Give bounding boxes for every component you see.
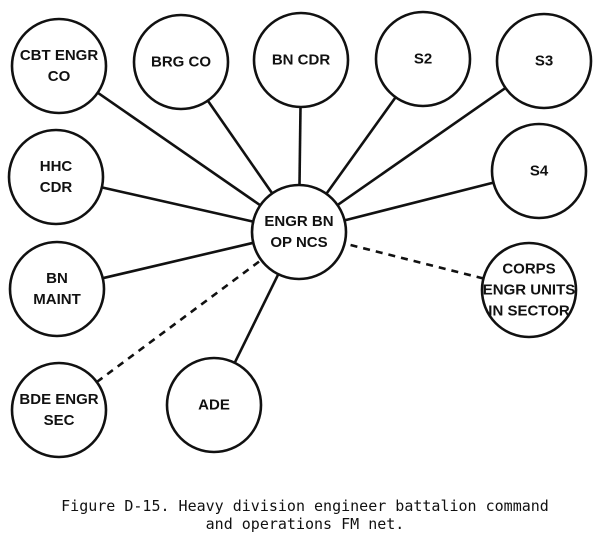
link-maint-solid bbox=[102, 241, 254, 280]
link-bde-dashed bbox=[96, 258, 262, 384]
figure-caption-line-2: and operations FM net. bbox=[205, 515, 405, 533]
node-circle-s2 bbox=[374, 10, 472, 108]
link-s2-solid bbox=[325, 96, 397, 195]
node-ade: ADE bbox=[165, 356, 263, 454]
node-corps: CORPS ENGR UNITS IN SECTOR bbox=[480, 241, 578, 339]
link-brg-solid bbox=[206, 99, 274, 195]
link-bncdr-solid bbox=[298, 106, 302, 186]
node-circle-s4 bbox=[490, 122, 588, 220]
node-label-cbt-line-1: CBT ENGR bbox=[20, 47, 99, 64]
node-label-ade-line-1: ADE bbox=[198, 397, 230, 414]
node-label-s3-line-1: S3 bbox=[535, 53, 553, 70]
node-label-corps-line-2: ENGR UNITS bbox=[483, 282, 576, 299]
node-label-hhc-line-1: HHC bbox=[40, 158, 73, 175]
node-circle-bde bbox=[10, 361, 108, 459]
node-circle-maint bbox=[8, 240, 106, 338]
node-circle-cbt bbox=[10, 17, 108, 115]
node-circle-ade bbox=[165, 356, 263, 454]
node-label-cbt-line-2: CO bbox=[48, 68, 71, 85]
node-label-bde-line-1: BDE ENGR bbox=[19, 391, 98, 408]
node-label-bncdr-line-1: BN CDR bbox=[272, 52, 330, 69]
node-circle-ncs bbox=[250, 183, 348, 281]
node-circle-hhc bbox=[7, 128, 105, 226]
link-corps-dashed bbox=[344, 242, 484, 280]
figure-caption-line-1: Figure D-15. Heavy division engineer bat… bbox=[61, 497, 549, 515]
node-label-maint-line-1: BN bbox=[46, 270, 68, 287]
node-brg: BRG CO bbox=[132, 13, 230, 111]
link-s3-solid bbox=[336, 86, 507, 207]
node-maint: BN MAINT bbox=[8, 240, 106, 338]
node-center-ncs: ENGR BN OP NCS bbox=[250, 183, 348, 281]
net-links bbox=[96, 86, 507, 384]
node-s3: S3 bbox=[495, 12, 593, 110]
node-s4: S4 bbox=[490, 122, 588, 220]
node-label-bde-line-2: SEC bbox=[44, 412, 75, 429]
node-circle-s3 bbox=[495, 12, 593, 110]
node-label-corps-line-1: CORPS bbox=[502, 261, 555, 278]
node-label-ncs-line-2: OP NCS bbox=[270, 234, 327, 251]
link-cbt-solid bbox=[96, 91, 262, 207]
node-s2: S2 bbox=[374, 10, 472, 108]
node-label-maint-line-2: MAINT bbox=[33, 291, 81, 308]
node-bde: BDE ENGR SEC bbox=[10, 361, 108, 459]
node-bncdr: BN CDR bbox=[252, 11, 350, 109]
node-label-hhc-line-2: CDR bbox=[40, 179, 73, 196]
node-label-corps-line-3: IN SECTOR bbox=[488, 303, 570, 320]
link-ade-solid bbox=[233, 273, 280, 364]
node-label-s2-line-1: S2 bbox=[414, 51, 432, 68]
node-circle-corps bbox=[480, 241, 578, 339]
node-circle-brg bbox=[132, 13, 230, 111]
link-hhc-solid bbox=[101, 186, 254, 223]
node-cbt: CBT ENGR CO bbox=[10, 17, 108, 115]
link-s4-solid bbox=[344, 181, 494, 222]
node-label-s4-line-1: S4 bbox=[530, 163, 549, 180]
node-hhc: HHC CDR bbox=[7, 128, 105, 226]
node-label-ncs-line-1: ENGR BN bbox=[264, 213, 333, 230]
node-label-brg-line-1: BRG CO bbox=[151, 54, 211, 71]
node-circle-bncdr bbox=[252, 11, 350, 109]
